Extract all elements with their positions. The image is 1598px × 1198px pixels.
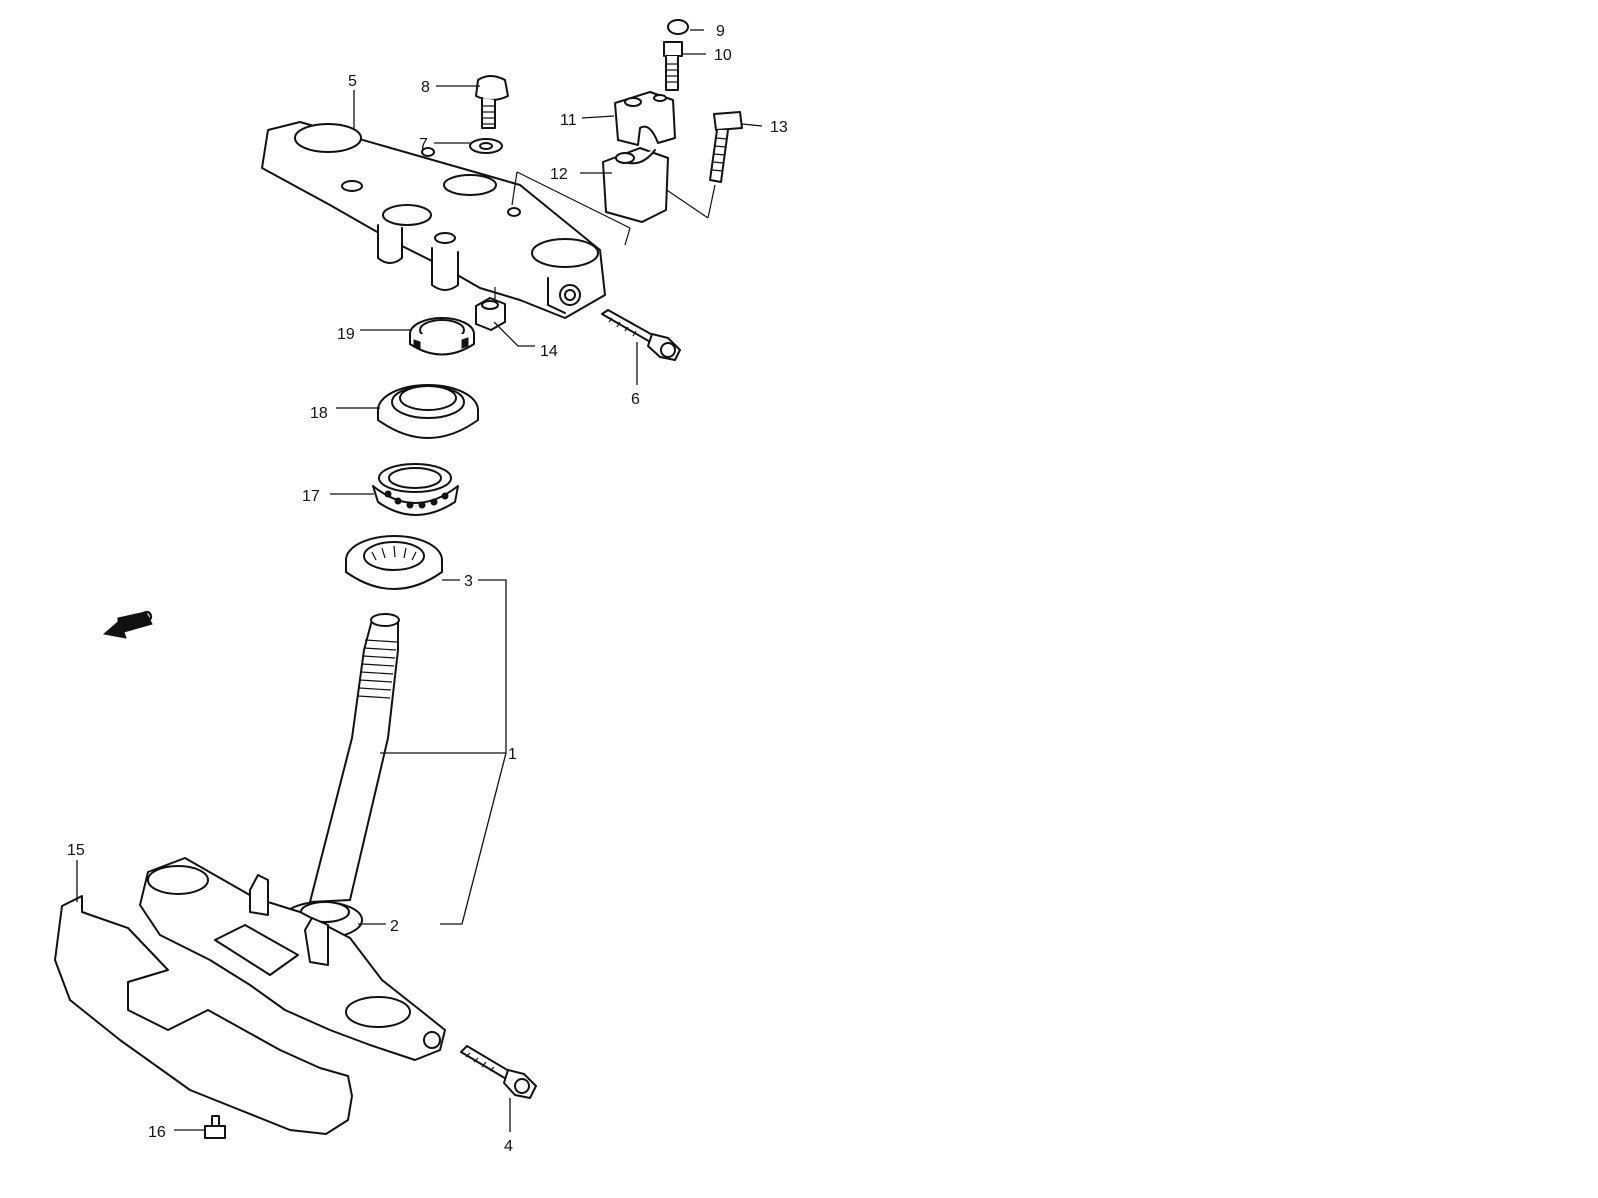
lower-bracket xyxy=(139,857,446,1061)
bearing-part-3 xyxy=(345,535,443,590)
upper-bracket-part-5 xyxy=(261,121,606,319)
callout-12: 12 xyxy=(550,166,568,183)
callout-19: 19 xyxy=(337,326,355,343)
bolt-part-4 xyxy=(460,1045,537,1099)
screw-part-16 xyxy=(204,1115,226,1139)
callout-9: 9 xyxy=(716,23,725,40)
bolt-part-6 xyxy=(601,309,681,361)
callout-4: 4 xyxy=(504,1138,513,1155)
callout-14: 14 xyxy=(540,343,558,360)
callout-3: 3 xyxy=(464,573,473,590)
callout-labels: 1 2 3 4 5 6 7 8 9 10 11 12 13 14 15 16 1… xyxy=(67,23,788,1155)
bolt-part-13 xyxy=(709,111,743,183)
cap-part-9 xyxy=(667,19,689,35)
callout-7: 7 xyxy=(419,136,428,153)
clamp-upper-part-11 xyxy=(614,91,676,146)
steering-stem-part-1 xyxy=(309,613,400,903)
seal-part-18 xyxy=(377,384,479,439)
callout-5: 5 xyxy=(348,73,357,90)
callout-18: 18 xyxy=(310,405,328,422)
callout-15: 15 xyxy=(67,842,85,859)
callout-1: 1 xyxy=(508,746,517,763)
washer-part-7 xyxy=(469,138,503,154)
callout-16: 16 xyxy=(148,1124,166,1141)
callout-2: 2 xyxy=(390,918,399,935)
forward-direction-arrow: FWD xyxy=(102,607,156,639)
bearing-part-17 xyxy=(372,463,459,516)
holder-lower-part-12 xyxy=(602,147,669,223)
cover-part-15 xyxy=(54,895,353,1135)
bolt-part-10 xyxy=(663,41,683,91)
callout-13: 13 xyxy=(770,119,788,136)
callout-17: 17 xyxy=(302,488,320,505)
callout-10: 10 xyxy=(714,47,732,64)
callout-11: 11 xyxy=(560,112,577,129)
bolt-part-8 xyxy=(475,75,509,129)
nut-part-14 xyxy=(475,297,506,331)
fwd-label: FWD xyxy=(116,607,156,635)
leader-lines xyxy=(76,29,763,1132)
callout-8: 8 xyxy=(421,79,430,96)
callout-6: 6 xyxy=(631,391,640,408)
lock-nut-part-19 xyxy=(409,317,475,356)
